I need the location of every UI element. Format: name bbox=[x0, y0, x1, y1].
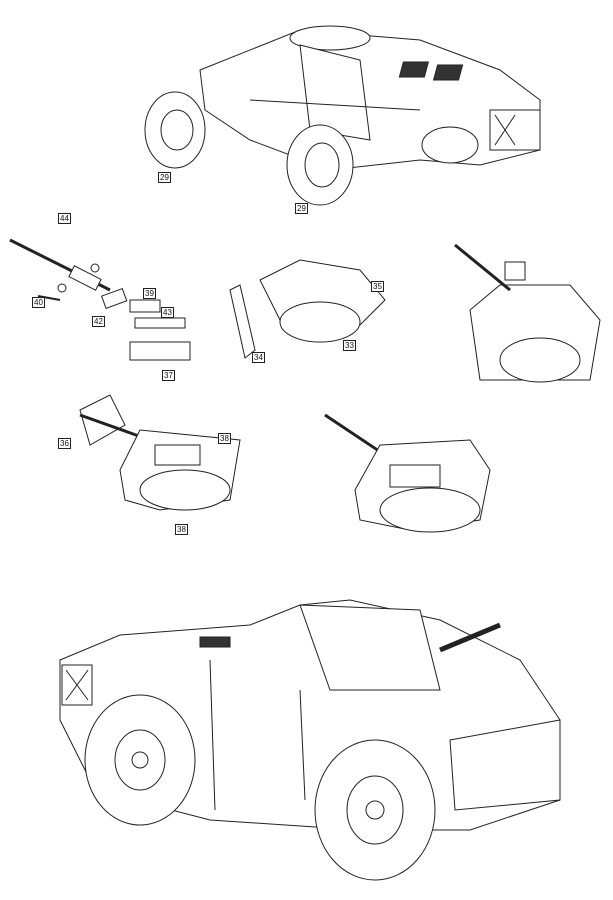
turret-assembled-drawing bbox=[454, 243, 601, 383]
part-label-44: 44 bbox=[58, 213, 71, 224]
wheel-drawing bbox=[144, 91, 479, 206]
part-label-34: 34 bbox=[252, 352, 265, 363]
gun-parts-drawing bbox=[9, 238, 191, 361]
part-label-36: 36 bbox=[58, 438, 71, 449]
hull-top-view-drawing bbox=[199, 25, 541, 171]
part-label-29: 29 bbox=[295, 203, 308, 214]
part-label-42: 42 bbox=[92, 316, 105, 327]
turret-walls-drawing bbox=[229, 259, 386, 359]
part-label-40: 40 bbox=[32, 297, 45, 308]
part-label-38: 38 bbox=[218, 433, 231, 444]
part-label-33: 33 bbox=[343, 340, 356, 351]
part-label-39: 39 bbox=[143, 288, 156, 299]
turret-complete-drawing bbox=[324, 413, 491, 533]
part-label-35: 35 bbox=[371, 281, 384, 292]
part-label-38: 38 bbox=[175, 524, 188, 535]
part-label-43: 43 bbox=[161, 307, 174, 318]
turret-with-hatch-drawing bbox=[79, 394, 241, 511]
part-label-37: 37 bbox=[162, 370, 175, 381]
completed-vehicle-drawing bbox=[59, 599, 561, 881]
part-label-29: 29 bbox=[158, 172, 171, 183]
